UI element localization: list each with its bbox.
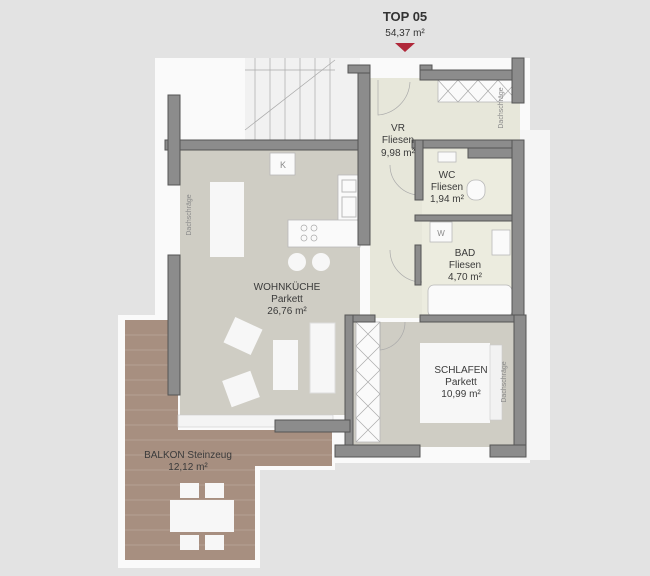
bath-sink-icon bbox=[491, 229, 511, 256]
room-label-wc: WC Fliesen 1,94 m² bbox=[430, 170, 465, 205]
roof-slope-label: Dachschräge bbox=[498, 87, 505, 128]
hall-wardrobe bbox=[437, 79, 519, 103]
bathtub-icon bbox=[427, 284, 513, 318]
living-furniture bbox=[222, 316, 336, 408]
stool-icon bbox=[288, 253, 306, 271]
svg-text:9,98 m²: 9,98 m² bbox=[381, 148, 416, 159]
dining-table bbox=[170, 483, 234, 550]
svg-text:Fliesen: Fliesen bbox=[382, 135, 414, 146]
svg-text:Fliesen: Fliesen bbox=[431, 182, 463, 193]
wc-floor bbox=[422, 150, 512, 215]
svg-text:12,12 m²: 12,12 m² bbox=[168, 462, 208, 473]
room-label-vr: VR Fliesen 9,98 m² bbox=[381, 123, 416, 159]
room-label-bad: BAD Fliesen 4,70 m² bbox=[448, 248, 483, 283]
stool-icon bbox=[312, 253, 330, 271]
svg-text:4,70 m²: 4,70 m² bbox=[448, 272, 483, 283]
stove-icon bbox=[287, 219, 361, 248]
svg-text:WC: WC bbox=[439, 170, 456, 181]
armchair-icon bbox=[222, 370, 260, 408]
staircase bbox=[244, 58, 360, 140]
svg-text:1,94 m²: 1,94 m² bbox=[430, 194, 465, 205]
svg-text:Parkett: Parkett bbox=[271, 294, 303, 305]
svg-text:BALKON Steinzeug: BALKON Steinzeug bbox=[144, 450, 232, 461]
entrance-marker-icon bbox=[395, 43, 415, 52]
unit-title: TOP 05 bbox=[383, 9, 427, 24]
svg-text:BAD: BAD bbox=[455, 248, 476, 259]
roof-slope-label: Dachschräge bbox=[186, 194, 193, 235]
room-label-balkon: BALKON Steinzeug 12,12 m² bbox=[144, 450, 232, 473]
svg-text:10,99 m²: 10,99 m² bbox=[441, 389, 481, 400]
unit-area: 54,37 m² bbox=[385, 28, 425, 39]
sofa-icon bbox=[309, 322, 336, 394]
bed-side bbox=[489, 344, 503, 421]
kitchen: K bbox=[210, 152, 361, 271]
room-label-wohnkueche: WOHNKÜCHE Parkett 26,76 m² bbox=[254, 281, 321, 317]
wardrobe bbox=[355, 321, 381, 443]
wc-basin-icon bbox=[437, 151, 457, 163]
kitchen-island bbox=[210, 182, 244, 257]
kitchen-label: K bbox=[280, 160, 286, 170]
svg-text:Fliesen: Fliesen bbox=[449, 260, 481, 271]
svg-text:SCHLAFEN: SCHLAFEN bbox=[434, 365, 487, 376]
armchair-icon bbox=[223, 316, 263, 356]
washer-label: W bbox=[437, 229, 445, 238]
roof-slope-label: Dachschräge bbox=[501, 361, 508, 402]
walls bbox=[164, 57, 527, 458]
coffee-table bbox=[273, 340, 298, 390]
room-label-schlafen: SCHLAFEN Parkett 10,99 m² bbox=[434, 365, 487, 400]
svg-text:Parkett: Parkett bbox=[445, 377, 477, 388]
svg-text:VR: VR bbox=[391, 123, 405, 134]
toilet-icon bbox=[466, 179, 486, 201]
svg-text:26,76 m²: 26,76 m² bbox=[267, 306, 307, 317]
svg-text:WOHNKÜCHE: WOHNKÜCHE bbox=[254, 281, 321, 293]
bed bbox=[420, 343, 490, 423]
washer-icon bbox=[429, 221, 453, 243]
